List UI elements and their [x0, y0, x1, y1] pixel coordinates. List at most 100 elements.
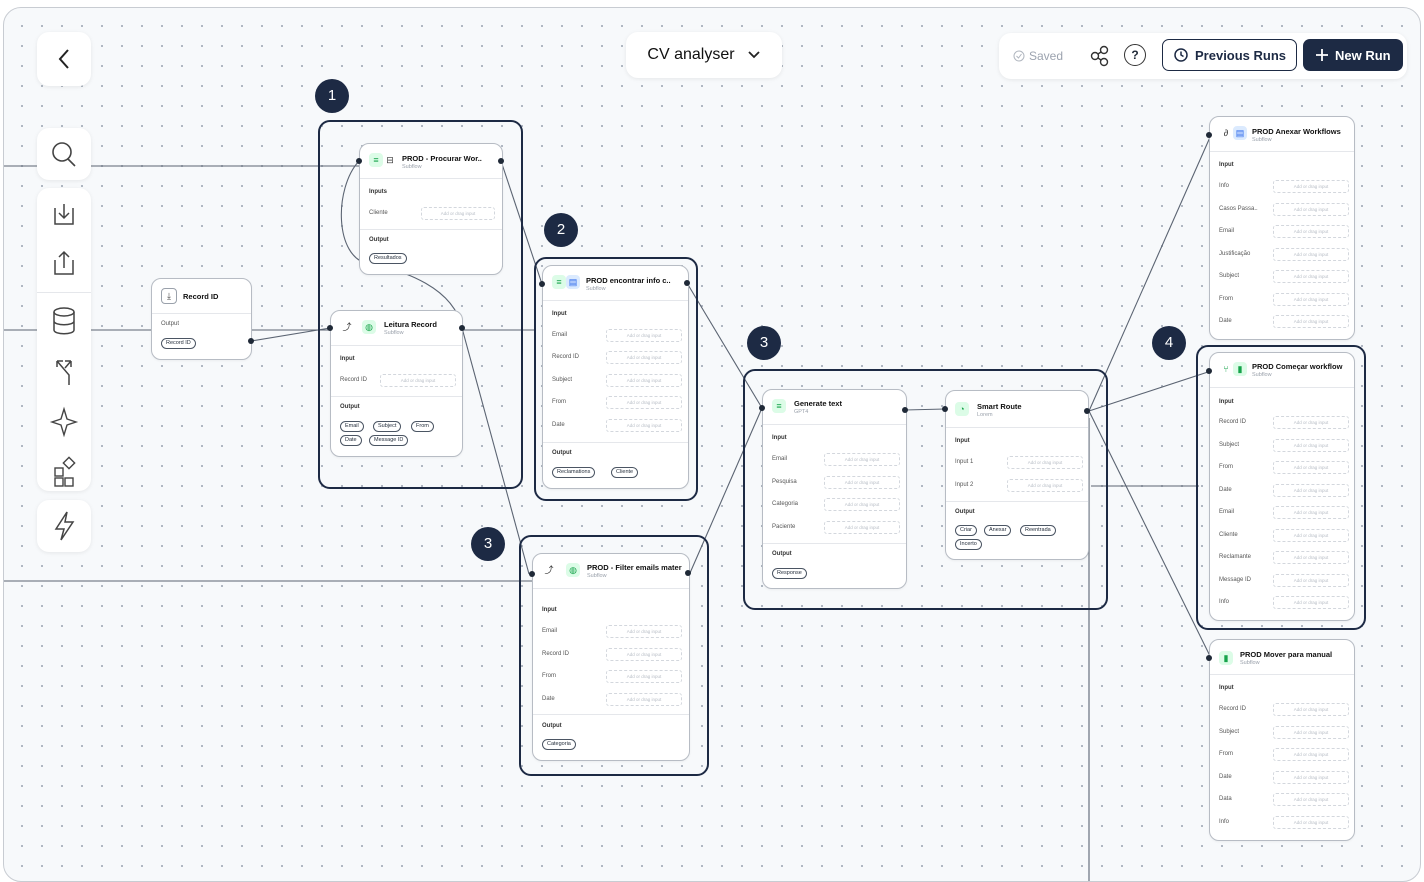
input-field[interactable]: Add or drag input	[1273, 748, 1349, 761]
connection-handle[interactable]	[539, 281, 545, 287]
link-icon: ∂	[1223, 128, 1229, 138]
output-chip[interactable]: Categoria	[542, 739, 576, 750]
chevron-down-icon	[747, 51, 760, 59]
input-field[interactable]: Add or drag input	[606, 329, 682, 342]
output-chip[interactable]: Subject	[373, 421, 402, 432]
node-procurar[interactable]: ≡ ⊟ PROD - Procurar Wor.. Subflow Inputs…	[359, 143, 503, 275]
input-field[interactable]: Add or drag input	[606, 351, 682, 364]
connection-handle[interactable]	[1206, 655, 1212, 661]
input-field[interactable]: Add or drag input	[824, 476, 900, 489]
input-field[interactable]: Add or drag input	[1273, 574, 1349, 587]
input-field[interactable]: Add or drag input	[606, 625, 682, 638]
output-chip[interactable]: Cliente	[611, 467, 639, 478]
connection-handle[interactable]	[1206, 368, 1212, 374]
node-comecar-workflow[interactable]: ⑂ ▮ PROD Começar workflow Subflow Input …	[1209, 352, 1355, 621]
output-chip[interactable]: Incerto	[955, 539, 982, 550]
input-field[interactable]: Add or drag input	[1273, 816, 1349, 829]
import-icon[interactable]	[37, 196, 91, 232]
input-field[interactable]: Add or drag input	[1273, 439, 1349, 452]
input-field[interactable]: Add or drag input	[606, 670, 682, 683]
input-field[interactable]: Add or drag input	[824, 498, 900, 511]
input-field[interactable]: Add or drag input	[1273, 203, 1349, 216]
output-chip[interactable]: Reentrada	[1020, 525, 1056, 536]
back-button[interactable]	[37, 32, 91, 86]
input-field[interactable]: Add or drag input	[1007, 456, 1083, 469]
connection-handle[interactable]	[498, 158, 504, 164]
node-generate-text[interactable]: ≡ Generate text GPT4 Input Email Add or …	[762, 389, 907, 589]
sparkle-icon[interactable]	[37, 403, 91, 439]
output-chip[interactable]: From	[411, 421, 434, 432]
output-chip[interactable]: Message ID	[369, 435, 409, 446]
database-icon[interactable]	[37, 302, 91, 338]
node-smart-route[interactable]: ◔ Smart Route Lorem Input Input 1 Add or…	[945, 390, 1089, 560]
node-mover-manual[interactable]: ▮ PROD Mover para manual Subflow Input R…	[1209, 639, 1355, 841]
node-filter-emails[interactable]: ⤴ ◍ PROD - Filter emails mater Subflow I…	[532, 553, 690, 761]
share-icon[interactable]	[1087, 44, 1111, 68]
connection-handle[interactable]	[529, 571, 535, 577]
new-run-button[interactable]: New Run	[1303, 39, 1403, 71]
connection-handle[interactable]	[459, 325, 465, 331]
input-field[interactable]: Add or drag input	[1273, 793, 1349, 806]
globe-icon: ◍	[362, 320, 376, 334]
input-field[interactable]: Add or drag input	[1273, 529, 1349, 542]
input-field[interactable]: Add or drag input	[1273, 506, 1349, 519]
input-field[interactable]: Add or drag input	[606, 419, 682, 432]
previous-runs-button[interactable]: Previous Runs	[1162, 39, 1298, 71]
input-field[interactable]: Add or drag input	[1273, 771, 1349, 784]
input-field[interactable]: Add or drag input	[1273, 484, 1349, 497]
branch-icon[interactable]	[37, 353, 91, 389]
output-chip[interactable]: Date	[340, 435, 362, 446]
node-encontrar-info[interactable]: ≡ ▤ PROD encontrar info c.. Subflow Inpu…	[542, 265, 689, 489]
connection-handle[interactable]	[1084, 408, 1090, 414]
input-field[interactable]: Add or drag input	[1007, 479, 1083, 492]
input-field[interactable]: Add or drag input	[1273, 315, 1349, 328]
connection-handle[interactable]	[356, 158, 362, 164]
input-field[interactable]: Add or drag input	[1273, 180, 1349, 193]
input-field[interactable]: Add or drag input	[1273, 270, 1349, 283]
node-leitura-record[interactable]: ⤴ ◍ Leitura Record Subflow Input Record …	[330, 310, 463, 457]
input-field[interactable]: Add or drag input	[606, 693, 682, 706]
output-chip[interactable]: Resultados	[369, 253, 407, 264]
connection-handle[interactable]	[248, 338, 254, 344]
input-field[interactable]: Add or drag input	[1273, 248, 1349, 261]
input-field[interactable]: Add or drag input	[1273, 293, 1349, 306]
output-chip[interactable]: Response	[772, 568, 807, 579]
output-chip[interactable]: Reclamations	[552, 467, 596, 478]
connection-handle[interactable]	[902, 407, 908, 413]
input-field[interactable]: Add or drag input	[824, 521, 900, 534]
input-field[interactable]: Add or drag input	[1273, 726, 1349, 739]
flow-name-dropdown[interactable]: CV analyser	[626, 32, 782, 78]
connection-handle[interactable]	[759, 405, 765, 411]
output-chip[interactable]: Record ID	[161, 338, 196, 349]
input-field[interactable]: Add or drag input	[1273, 416, 1349, 429]
group-2	[534, 257, 698, 501]
connection-handle[interactable]	[1206, 132, 1212, 138]
input-field[interactable]: Add or drag input	[1273, 225, 1349, 238]
input-field[interactable]: Add or drag input	[606, 396, 682, 409]
connection-handle[interactable]	[684, 280, 690, 286]
flow-canvas[interactable]: CV analyser Saved ? Previous Runs New Ru…	[3, 7, 1421, 882]
group-badge-1: 1	[315, 79, 349, 113]
output-chip[interactable]: Criar	[955, 525, 977, 536]
export-icon[interactable]	[37, 246, 91, 282]
input-field[interactable]: Add or drag input	[380, 374, 456, 387]
input-field[interactable]: Add or drag input	[606, 648, 682, 661]
connection-handle[interactable]	[327, 325, 333, 331]
input-field[interactable]: Add or drag input	[421, 207, 495, 220]
connection-handle[interactable]	[685, 570, 691, 576]
widgets-icon[interactable]	[37, 451, 91, 487]
input-field[interactable]: Add or drag input	[1273, 596, 1349, 609]
node-anexar-workflows[interactable]: ∂ ▤ PROD Anexar Workflows Subflow Input …	[1209, 116, 1355, 340]
input-field[interactable]: Add or drag input	[1273, 551, 1349, 564]
input-field[interactable]: Add or drag input	[824, 453, 900, 466]
trigger-button[interactable]	[37, 500, 91, 552]
connection-handle[interactable]	[942, 406, 948, 412]
node-record-id[interactable]: ⤓ Record ID Output Record ID	[151, 278, 252, 360]
output-chip[interactable]: Anexar	[984, 525, 1012, 536]
input-field[interactable]: Add or drag input	[1273, 461, 1349, 474]
output-chip[interactable]: Email	[340, 421, 364, 432]
input-field[interactable]: Add or drag input	[1273, 703, 1349, 716]
help-button[interactable]: ?	[1124, 44, 1146, 66]
input-field[interactable]: Add or drag input	[606, 374, 682, 387]
search-button[interactable]	[37, 128, 91, 180]
